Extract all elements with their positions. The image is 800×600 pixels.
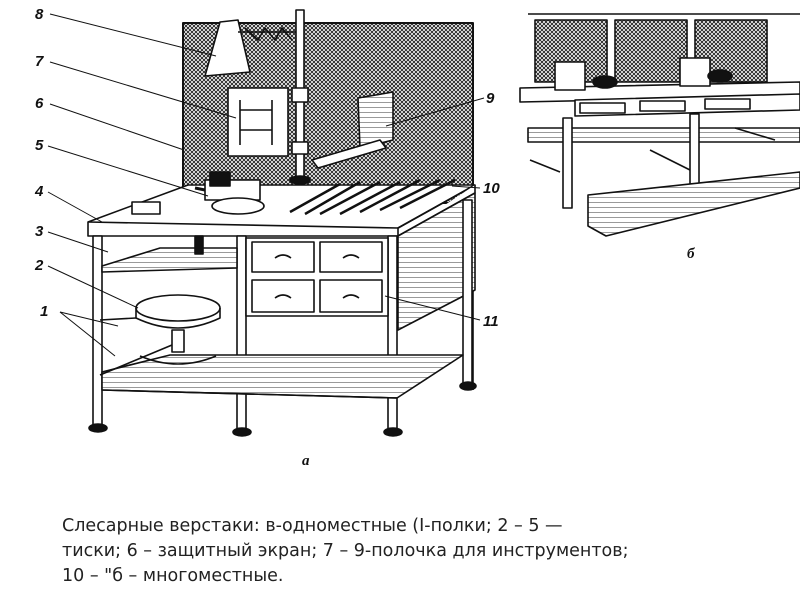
callout-10: 10: [483, 180, 500, 197]
caption-line: 10 – "б – многоместные.: [62, 566, 284, 586]
callout-1: 1: [40, 303, 48, 320]
callout-9: 9: [486, 90, 495, 107]
callout-5: 5: [35, 137, 44, 154]
tools-on-bench: [289, 178, 456, 216]
lamp-shade: [204, 19, 251, 77]
lower-shelf: [101, 354, 464, 399]
callout-leaders: [47, 13, 485, 357]
callout-6: 6: [35, 95, 44, 112]
callout-3: 3: [35, 223, 44, 240]
caption-line: тиски; 6 – защитный экран; 7 – 9-полочка…: [62, 541, 629, 561]
multi-workbench: [519, 13, 800, 237]
callout-numbers: 8 7 6 5 4 3 2 1 9 10 11 а б: [34, 6, 695, 469]
callout-7: 7: [35, 53, 44, 70]
drawing-holder: [227, 87, 289, 157]
callout-8: 8: [35, 6, 44, 23]
callout-11: 11: [483, 313, 499, 330]
upper-shelf: [101, 247, 238, 273]
caption-line: Слесарные верстаки: в-одноместные (I-пол…: [62, 516, 563, 536]
stool: [99, 294, 221, 376]
callout-4: 4: [34, 183, 44, 200]
workbench-diagram: 8 7 6 5 4 3 2 1 9 10 11 а б: [34, 6, 800, 469]
tool-shelf: [357, 91, 394, 149]
figure-caption: Слесарные верстаки: в-одноместные (I-пол…: [62, 514, 782, 589]
part-label-a: а: [302, 453, 310, 469]
part-label-b: б: [687, 246, 695, 262]
bench-vise: [194, 171, 265, 215]
callout-2: 2: [34, 257, 44, 274]
single-workbench: [87, 9, 477, 437]
